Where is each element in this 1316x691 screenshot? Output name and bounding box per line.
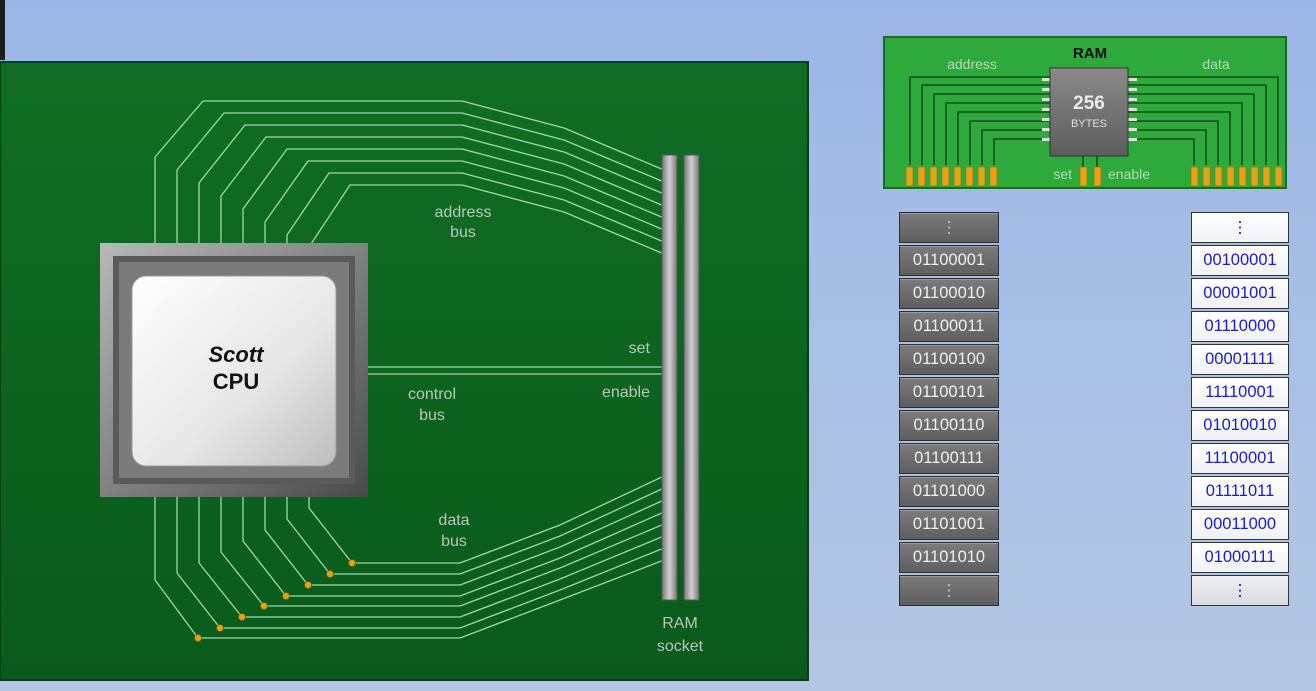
ram-enable-label: enable (1108, 166, 1150, 182)
address-cell: 01101010 (899, 542, 999, 573)
address-cell: 01100111 (899, 443, 999, 474)
address-cell: 01100001 (899, 245, 999, 276)
address-cell: 01100100 (899, 344, 999, 375)
data-bus-label-1: data (438, 512, 469, 529)
ram-title: RAM (1073, 45, 1107, 62)
data-table: ⋮ 00100001 00001001 01110000 00001111 11… (1191, 212, 1289, 608)
data-cell: 00001111 (1191, 344, 1289, 375)
data-cell: 11100001 (1191, 443, 1289, 474)
address-table: ⋮ 01100001 01100010 01100011 01100100 01… (899, 212, 999, 608)
cpu-label: CPU (213, 369, 259, 394)
address-cell: 01101000 (899, 476, 999, 507)
ram-socket-bar-right (683, 154, 700, 601)
data-cell: 11110001 (1191, 377, 1289, 408)
data-bus-label-2: bus (441, 533, 467, 550)
address-bus-label-2: bus (450, 224, 476, 241)
data-cell-ellipsis-top: ⋮ (1191, 212, 1289, 243)
control-bus-label-1: control (408, 386, 456, 403)
data-cell: 01010010 (1191, 410, 1289, 441)
data-cell: 01110000 (1191, 311, 1289, 342)
ram-capacity: 256 (1073, 93, 1105, 114)
data-cell: 00100001 (1191, 245, 1289, 276)
data-cell-ellipsis-bottom: ⋮ (1191, 575, 1289, 606)
ram-data-label: data (1202, 56, 1229, 72)
address-cell: 01101001 (899, 509, 999, 540)
ram-socket-label-2: socket (657, 638, 704, 655)
control-bus-traces (368, 366, 664, 375)
ram-capacity-unit: BYTES (1071, 118, 1107, 130)
address-cell: 01100011 (899, 311, 999, 342)
control-bus-label-2: bus (419, 407, 445, 424)
set-label: set (629, 340, 651, 357)
address-bus-label-1: address (435, 204, 492, 221)
ram-address-label: address (947, 56, 997, 72)
data-cell: 00001001 (1191, 278, 1289, 309)
address-cell: 01100010 (899, 278, 999, 309)
ram-module (883, 36, 1287, 189)
data-bus-vias (194, 559, 356, 642)
ram-socket-label-1: RAM (662, 615, 698, 632)
address-cell-ellipsis-bottom: ⋮ (899, 575, 999, 606)
address-cell: 01100101 (899, 377, 999, 408)
data-cell: 01000111 (1191, 542, 1289, 573)
data-bus-traces (154, 475, 665, 639)
enable-label: enable (602, 384, 650, 401)
ram-socket-bar-left (661, 154, 678, 601)
ram-chip (1049, 67, 1129, 157)
data-cell: 00011000 (1191, 509, 1289, 540)
cpu-chip (100, 243, 368, 497)
ram-set-label: set (1053, 166, 1072, 182)
cpu-name: Scott (209, 342, 266, 367)
address-cell: 01100110 (899, 410, 999, 441)
address-cell-ellipsis-top: ⋮ (899, 212, 999, 243)
data-cell: 01111011 (1191, 476, 1289, 507)
